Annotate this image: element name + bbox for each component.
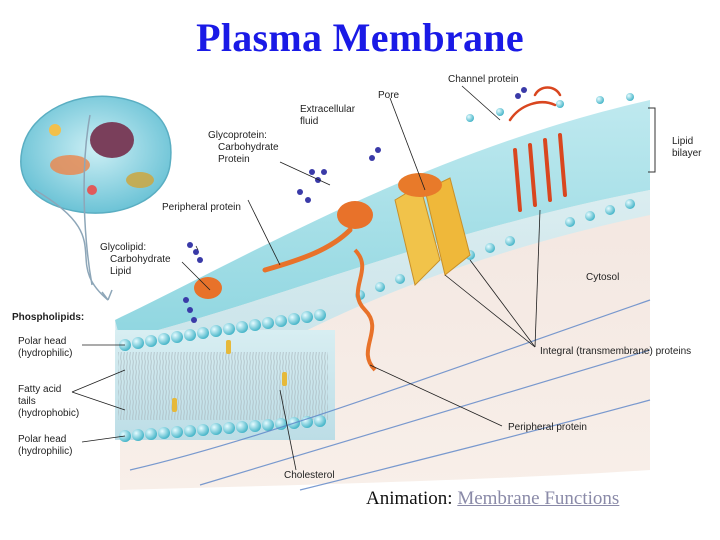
label-glycolipid: Glycolipid: Carbohydrate Lipid: [100, 242, 173, 277]
label-fatty-acid-line-1: Fatty acid: [18, 384, 61, 395]
channel-protein: [508, 86, 567, 212]
label-cholesterol: Cholesterol: [284, 470, 335, 481]
label-glycolipid-line-3: Lipid: [110, 266, 131, 277]
label-polar-head-top: Polar head (hydrophilic): [18, 336, 72, 359]
polar-heads-bottom-row: [119, 415, 326, 442]
membrane-functions-link[interactable]: Membrane Functions: [457, 488, 620, 509]
label-peripheral-protein-bottom: Peripheral protein: [508, 422, 587, 433]
pore-protein: [394, 173, 471, 286]
membrane-cross-section: [115, 190, 650, 440]
label-fatty-acid-tails: Fatty acid tails (hydrophobic): [18, 384, 79, 419]
lipid-bilayer-bracket: [648, 107, 656, 173]
label-glycolipid-line-1: Glycolipid:: [100, 242, 146, 253]
label-cytosol: Cytosol: [586, 272, 619, 283]
label-integral-proteins: Integral (transmembrane) proteins: [540, 346, 691, 357]
label-fatty-acid-line-3: (hydrophobic): [18, 408, 79, 419]
animation-caption: Animation: Membrane Functions: [366, 488, 619, 510]
label-pore: Pore: [378, 90, 400, 101]
label-glycoprotein: Glycoprotein: Carbohydrate Protein: [208, 130, 281, 165]
cholesterol-markers: [172, 340, 287, 412]
label-extracellular-fluid: Extracellular fluid: [300, 104, 358, 127]
label-peripheral-protein-top: Peripheral protein: [162, 202, 241, 213]
label-glycoprotein-line-2: Carbohydrate: [218, 142, 279, 153]
peripheral-protein-tail: [262, 227, 353, 273]
label-extracellular-line-2: fluid: [300, 116, 318, 127]
page-title: Plasma Membrane: [196, 15, 524, 60]
label-lipid-bilayer-line-1: Lipid: [672, 136, 693, 147]
leader-lines: [71, 85, 541, 471]
label-glycoprotein-line-1: Glycoprotein:: [208, 130, 267, 141]
polar-heads-top-row: [119, 309, 326, 351]
label-polar-head-top-line-1: Polar head: [18, 336, 66, 347]
label-glycoprotein-line-3: Protein: [218, 154, 250, 165]
polar-heads-surface-row: [355, 93, 635, 300]
label-extracellular-line-1: Extracellular: [300, 104, 356, 115]
caption-prefix: Animation:: [366, 488, 458, 509]
cytoskeleton-filaments: [129, 299, 651, 491]
label-polar-head-bottom-line-2: (hydrophilic): [18, 446, 72, 457]
label-polar-head-top-line-2: (hydrophilic): [18, 348, 72, 359]
label-polar-head-bottom-line-1: Polar head: [18, 434, 66, 445]
label-lipid-bilayer: Lipid bilayer: [672, 136, 702, 159]
label-polar-head-bottom: Polar head (hydrophilic): [18, 434, 72, 457]
peripheral-protein-top-shape: [337, 201, 373, 229]
label-lipid-bilayer-line-2: bilayer: [672, 148, 702, 159]
carbohydrate-chains: [183, 87, 527, 323]
label-channel-protein: Channel protein: [448, 74, 519, 85]
label-glycolipid-line-2: Carbohydrate: [110, 254, 171, 265]
cell-inset: [20, 95, 172, 301]
integral-protein-helix: [353, 248, 377, 372]
fatty-acid-tails-region: [118, 352, 328, 420]
label-fatty-acid-line-2: tails: [18, 396, 36, 407]
label-phospholipids: Phospholipids:: [12, 312, 84, 323]
